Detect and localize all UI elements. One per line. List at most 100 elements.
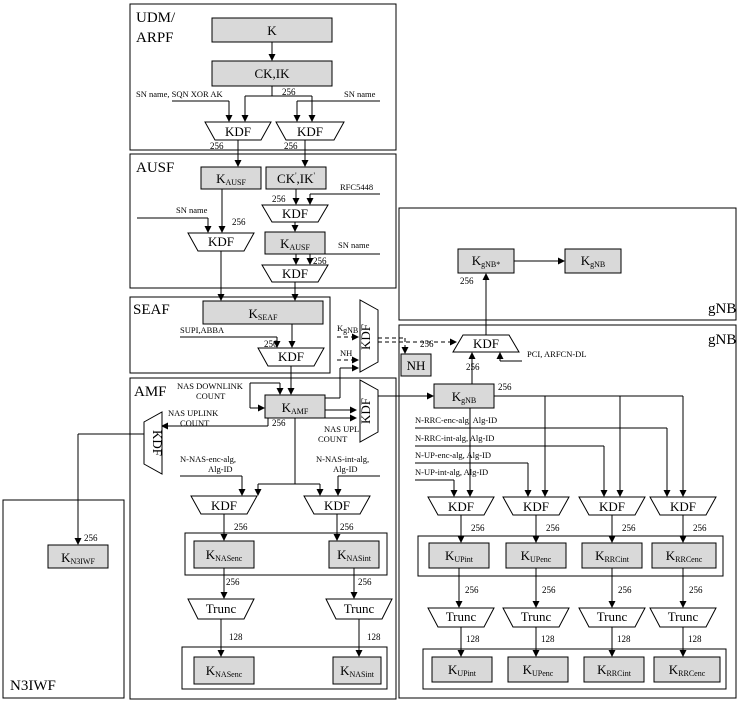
bitlen: 128 <box>617 634 631 644</box>
bitlen: 256 <box>420 339 434 349</box>
bitlen: 256 <box>498 382 512 392</box>
n3iwf-label: N3IWF <box>10 678 56 694</box>
key-k-nasenc-128-label: KNASenc <box>206 663 243 679</box>
bitlen: 256 <box>226 577 240 587</box>
input-rfc5448: RFC5448 <box>340 182 373 192</box>
kdf-function <box>275 121 345 141</box>
trunc-function <box>649 607 717 628</box>
input-n-nas-enc-algid: Alg-ID <box>208 464 233 474</box>
arpf-label: ARPF <box>136 30 174 46</box>
kdf-function <box>257 347 325 367</box>
key-k-nasenc-128 <box>193 656 255 685</box>
bitlen: 128 <box>688 634 702 644</box>
kdf-label: KDF <box>225 124 251 139</box>
key-k-gnb-output <box>564 248 622 274</box>
kdf-function <box>427 496 495 516</box>
kdf-function <box>261 204 329 223</box>
key-k-ausf <box>200 166 262 190</box>
key-k-rrcenc-128 <box>653 656 721 683</box>
trunc-label: Trunc <box>344 601 375 616</box>
input-supi-abba: SUPI,ABBA <box>180 325 225 335</box>
input-nh: NH <box>340 348 352 358</box>
input-n-rrc-int: N-RRC-int-alg, Alg-ID <box>415 433 494 443</box>
ausf-zone <box>129 153 397 289</box>
trunc-function <box>187 598 255 620</box>
bitlen: 256 <box>84 533 98 543</box>
key-k-n3iwf <box>47 544 109 569</box>
kdf-function <box>143 411 163 475</box>
bitlen: 256 <box>210 141 224 151</box>
input-nas-uplink-right: NAS UPLINK <box>324 424 375 434</box>
kdf-function <box>190 495 258 515</box>
key-k-nasenc-256-label: KNASenc <box>206 547 243 563</box>
kdf-function <box>204 121 272 141</box>
key-k-nasenc-256 <box>193 540 255 569</box>
input-sn-name-1: SN name <box>344 89 376 99</box>
key-k-ausf-derived-label: KAUSF <box>280 236 310 252</box>
bitlen: 256 <box>284 141 298 151</box>
key-k-rrcint-128 <box>583 656 645 683</box>
input-sn-name-sqn: SN name, SQN XOR AK <box>136 89 224 99</box>
bitlen: 256 <box>358 577 372 587</box>
key-k-seaf-label: KSEAF <box>249 306 279 322</box>
bitlen: 256 <box>234 522 248 532</box>
key-k-label: K <box>267 23 277 38</box>
kdf-label: KDF <box>324 498 350 513</box>
input-sn-name-3: SN name <box>338 240 370 250</box>
input-n-nas-enc: N-NAS-enc-alg, <box>180 454 236 464</box>
key-nh-label: NH <box>407 358 426 373</box>
gnb-keys-128-group <box>422 648 727 690</box>
amf-label: AMF <box>134 384 167 400</box>
udm-label: UDM/ <box>136 10 176 26</box>
bitlen: 256 <box>272 418 286 428</box>
key-k-rrcint-256 <box>581 542 643 569</box>
key-k-nasint-128-label: KNASint <box>340 663 375 679</box>
bitlen: 256 <box>622 523 636 533</box>
key-k-ausf-derived <box>264 231 326 255</box>
input-nas-uplink-left-count: COUNT <box>180 418 210 428</box>
key-k-upenc-128 <box>507 656 569 683</box>
bitlen: 256 <box>689 585 703 595</box>
kdf-label: KDF <box>278 349 304 364</box>
kdf-function <box>359 299 379 373</box>
gnb-keys-256-group <box>417 535 724 577</box>
kdf-label: KDF <box>448 499 474 514</box>
input-nas-uplink-left: NAS UPLINK <box>168 408 219 418</box>
key-k-nasint-128 <box>332 656 382 685</box>
key-k-seaf <box>202 300 324 325</box>
kdf-function <box>578 496 646 516</box>
trunc-function <box>502 607 570 628</box>
kdf-function <box>303 495 371 515</box>
key-k-rrcint-256-label: KRRCint <box>595 548 630 564</box>
key-k-amf-label: KAMF <box>282 400 309 416</box>
kdf-function <box>187 232 255 252</box>
ausf-label: AUSF <box>136 160 174 176</box>
key-k-n3iwf-label: KN3IWF <box>61 550 95 566</box>
trunc-function <box>325 598 393 620</box>
input-n-nas-int-algid: Alg-ID <box>333 464 358 474</box>
input-n-up-enc: N-UP-enc-alg, Alg-ID <box>415 450 491 460</box>
kdf-function <box>359 379 379 443</box>
input-n-nas-int: N-NAS-int-alg, <box>316 454 369 464</box>
kdf-label: KDF <box>208 234 234 249</box>
input-n-up-int: N-UP-int-alg, Alg-ID <box>415 467 488 477</box>
kdf-function <box>502 496 570 516</box>
kdf-label: KDF <box>297 124 323 139</box>
trunc-function <box>427 607 495 628</box>
input-nas-downlink-count: COUNT <box>196 391 226 401</box>
input-nas-downlink: NAS DOWNLINK <box>177 381 244 391</box>
kdf-label: KDF <box>599 499 625 514</box>
bitlen: 256 <box>471 523 485 533</box>
input-n-rrc-enc: N-RRC-enc-alg, Alg-ID <box>415 415 497 425</box>
kdf-label: KDF <box>523 499 549 514</box>
key-k-upint-128 <box>431 656 493 683</box>
bitlen: 256 <box>340 522 354 532</box>
gnb-main-label: gNB <box>708 332 736 348</box>
key-k-ausf-label: KAUSF <box>216 171 246 187</box>
key-k-nasint-256-label: KNASint <box>337 547 372 563</box>
key-k-upint-256-label: KUPint <box>445 548 474 564</box>
amf-zone <box>129 377 397 700</box>
key-k-gnb-output-label: KgNB <box>581 253 606 269</box>
bitlen: 256 <box>264 339 278 349</box>
